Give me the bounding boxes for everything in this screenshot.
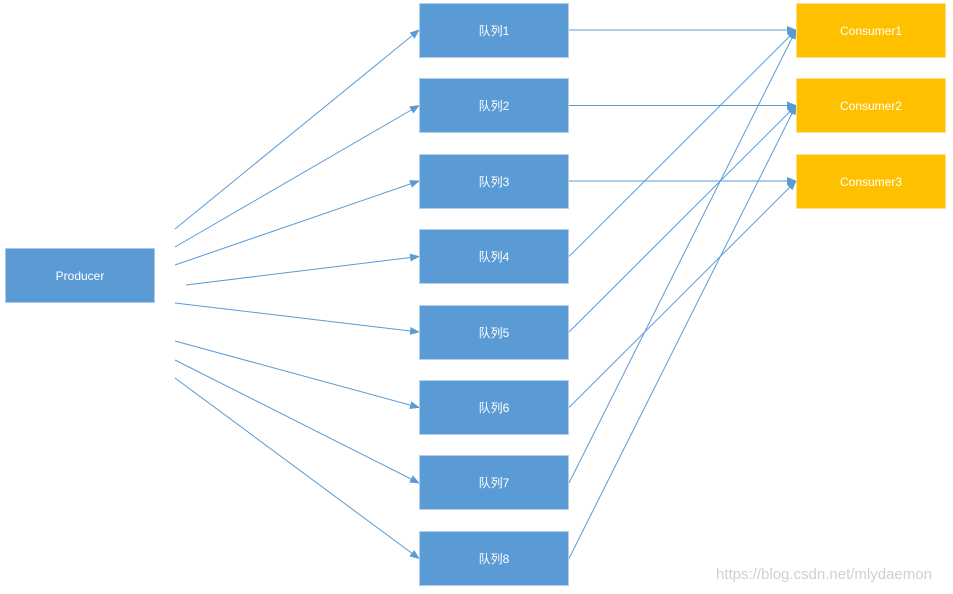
producer-node[interactable]: Producer xyxy=(5,248,155,303)
queue-label: 队列8 xyxy=(478,552,510,566)
producer-to-queue-7-arrow xyxy=(174,359,420,484)
queue-7-to-consumer-1-arrow xyxy=(568,29,797,484)
producer-to-queue-5-arrow xyxy=(174,302,420,335)
queue-node-5[interactable]: 队列5 xyxy=(419,305,569,360)
queue-node-4[interactable]: 队列4 xyxy=(419,229,569,284)
consumer-node-1[interactable]: Consumer1 xyxy=(796,3,946,58)
queue-label: 队列7 xyxy=(478,476,510,490)
queue-node-3[interactable]: 队列3 xyxy=(419,154,569,209)
consumer-label: Consumer3 xyxy=(839,174,903,189)
producer-label: Producer xyxy=(55,268,105,283)
queue-node-7[interactable]: 队列7 xyxy=(419,455,569,510)
queue-node-2[interactable]: 队列2 xyxy=(419,78,569,133)
consumer-label: Consumer2 xyxy=(839,98,903,113)
queue-label: 队列2 xyxy=(478,99,510,113)
queue-node-8[interactable]: 队列8 xyxy=(419,531,569,586)
watermark: https://blog.csdn.net/mlydaemon xyxy=(716,566,932,583)
producer-to-queue-2-arrow xyxy=(174,104,420,248)
queue-node-1[interactable]: 队列1 xyxy=(419,3,569,58)
producer-to-queue-1-arrow xyxy=(174,29,420,230)
queue-label: 队列1 xyxy=(478,24,510,38)
producer-to-queue-6-arrow xyxy=(174,340,420,409)
queue-label: 队列6 xyxy=(478,401,510,415)
queue-4-to-consumer-1-arrow xyxy=(568,29,797,257)
producer-to-queue-8-arrow xyxy=(174,377,420,560)
consumer-label: Consumer1 xyxy=(839,23,903,38)
queue-label: 队列4 xyxy=(478,250,510,264)
queue-label: 队列3 xyxy=(478,175,510,189)
queue-5-to-consumer-2-arrow xyxy=(568,104,797,333)
consumer-node-2[interactable]: Consumer2 xyxy=(796,78,946,133)
producer-to-queue-3-arrow xyxy=(174,180,420,266)
queue-node-6[interactable]: 队列6 xyxy=(419,380,569,435)
consumer-node-3[interactable]: Consumer3 xyxy=(796,154,946,209)
queue-8-to-consumer-2-arrow xyxy=(568,104,797,559)
queue-6-to-consumer-3-arrow xyxy=(568,180,797,408)
producer-to-queue-4-arrow xyxy=(185,253,420,286)
queue-label: 队列5 xyxy=(478,326,510,340)
